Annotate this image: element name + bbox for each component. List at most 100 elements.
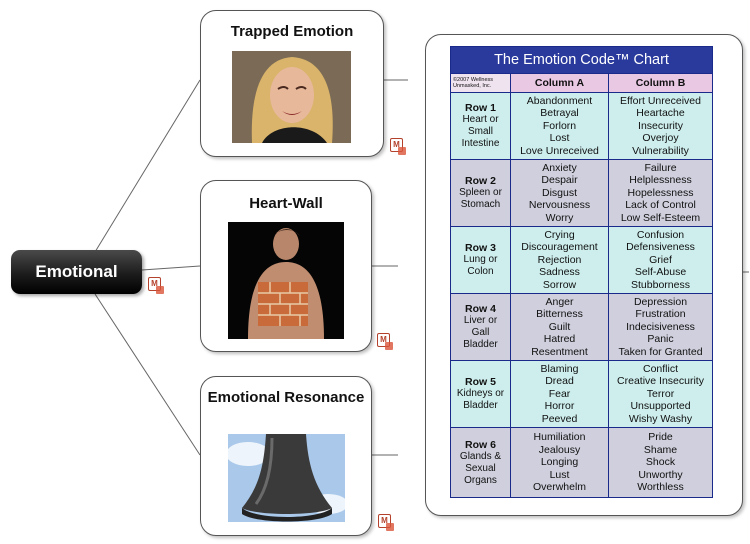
emotion-item: Panic: [647, 333, 674, 346]
root-label: Emotional: [35, 262, 118, 281]
emotion-item: Overjoy: [642, 132, 679, 145]
emotion-item: Humiliation: [533, 431, 586, 444]
organ-text: Colon: [467, 266, 494, 277]
row-number: Row 5: [465, 376, 496, 388]
note-icon[interactable]: M: [148, 277, 164, 294]
organ-text: Stomach: [460, 199, 501, 210]
emotion-item: Nervousness: [528, 199, 591, 212]
emotion-item: Sadness: [539, 266, 580, 279]
emotion-item: Defensiveness: [626, 241, 695, 254]
column-b-header: Column B: [607, 73, 714, 93]
emotion-item: Lost: [549, 132, 570, 145]
organ-text: Kidneys or: [456, 388, 505, 399]
row-number: Row 6: [465, 438, 496, 451]
organ-text: Sexual: [465, 462, 496, 474]
emotion-item: Depression: [633, 295, 688, 308]
organ-text: Organs: [464, 474, 497, 486]
emotion-item: Discouragement: [521, 241, 598, 254]
branch-node-heart-wall[interactable]: Heart-Wall: [200, 180, 372, 352]
emotion-item: Disgust: [541, 186, 577, 199]
chart-title: The Emotion Code™ Chart: [449, 46, 714, 74]
emotion-item: Anger: [545, 295, 574, 308]
bell-photo: [228, 434, 345, 522]
emotion-item: Jealousy: [538, 443, 581, 456]
emotion-item: Dread: [545, 375, 574, 388]
branch-node-trapped-emotion[interactable]: Trapped Emotion: [200, 10, 384, 157]
row-number: Row 3: [465, 242, 496, 254]
emotion-item: Horror: [544, 400, 575, 413]
emotion-item: Confusion: [636, 228, 685, 241]
emotion-item: Lack of Control: [625, 199, 696, 212]
emotion-item: Bitterness: [536, 308, 583, 321]
organ-text: Gall: [471, 327, 490, 338]
chart-copyright: ©2007 Wellness Unmasked, Inc.: [450, 73, 511, 93]
emotion-item: Indecisiveness: [626, 320, 695, 333]
emotion-item: Blaming: [540, 362, 579, 375]
emotion-item: Taken for Granted: [618, 345, 703, 358]
emotion-item: Frustration: [635, 308, 686, 321]
emotion-item: Lust: [549, 468, 570, 481]
emotion-item: Despair: [541, 174, 578, 187]
emotion-item: Unsupported: [630, 400, 691, 413]
emotion-item: Terror: [646, 387, 675, 400]
emotion-item: Guilt: [548, 320, 571, 333]
note-icon[interactable]: M: [377, 333, 393, 350]
emotion-item: Sorrow: [542, 278, 577, 291]
organ-text: Bladder: [463, 339, 498, 350]
branch-title: Trapped Emotion: [230, 23, 354, 40]
emotion-item: Resentment: [531, 345, 588, 358]
emotion-item: Crying: [544, 228, 575, 241]
emotion-item: Overwhelm: [532, 481, 587, 494]
emotion-item: Low Self-Esteem: [620, 211, 701, 224]
emotion-item: Heartache: [636, 107, 685, 120]
branch-title: Emotional Resonance: [207, 389, 365, 406]
note-icon[interactable]: M: [378, 514, 394, 531]
emotion-item: Shame: [643, 443, 678, 456]
root-node[interactable]: Emotional: [11, 250, 142, 294]
organ-text: Small: [467, 126, 493, 137]
emotion-item: Grief: [649, 253, 672, 266]
emotion-item: Abandonment: [526, 94, 593, 107]
organ-text: Glands &: [459, 450, 502, 462]
emotion-item: Stubborness: [631, 278, 690, 291]
row-number: Row 1: [465, 102, 496, 114]
emotion-item: Unworthy: [638, 468, 683, 481]
organ-text: Spleen or: [459, 187, 502, 198]
emotion-item: Conflict: [643, 362, 679, 375]
emotion-item: Wishy Washy: [628, 412, 693, 425]
organ-text: Bladder: [463, 400, 498, 411]
emotion-item: Helplessness: [629, 174, 692, 187]
emotion-item: Failure: [644, 161, 677, 174]
emotion-item: Self-Abuse: [634, 266, 687, 279]
emotion-item: Hopelessness: [627, 186, 694, 199]
branch-node-emotional-resonance[interactable]: Emotional Resonance: [200, 376, 372, 536]
note-icon[interactable]: M: [390, 138, 406, 155]
organ-text: Liver or: [463, 315, 498, 326]
row-number: Row 2: [465, 175, 496, 187]
man-with-brick-wall-photo: [228, 222, 344, 339]
column-a-header: Column A: [510, 73, 609, 93]
emotion-item: Forlorn: [542, 119, 577, 132]
emotion-item: Longing: [540, 456, 579, 469]
emotion-item: Shock: [645, 456, 676, 469]
emotion-item: Peeved: [541, 412, 578, 425]
